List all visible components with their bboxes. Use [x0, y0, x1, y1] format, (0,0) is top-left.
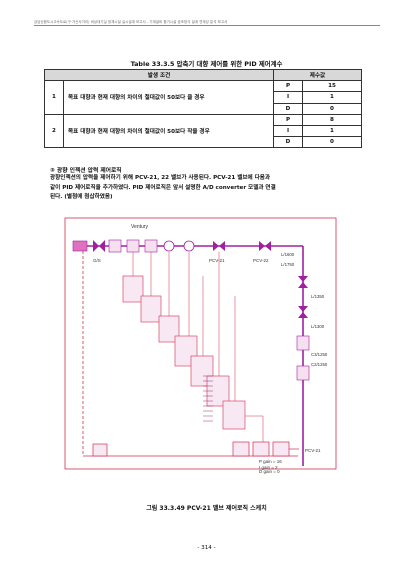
figure-caption: 그림 33.3.49 PCV-21 밸브 제어로직 스케치	[146, 505, 267, 512]
header-coefficient: 제수값	[273, 68, 362, 82]
row-condition: 목표 대향과 현재 대향의 차이의 절대값이 50보다 클 경우	[63, 80, 274, 115]
right-label: L/1350	[311, 294, 325, 299]
gain-name: D	[273, 136, 303, 149]
d-gain-label: D gain = 0	[259, 469, 280, 474]
gain-name: D	[273, 102, 303, 115]
pcv21-control-logic-diagram: Ventury G/S PCV-21 PCV-22 L/1600 L/1750 …	[64, 217, 337, 470]
p-gain-label: P gain = 16	[259, 459, 282, 464]
table-caption: Table 33.3.5 압축기 대향 제어를 위한 PID 제어계수	[130, 60, 283, 68]
table-row: 1 목표 대향과 현재 대향의 차이의 절대값이 50보다 클 경우 P 15	[44, 80, 362, 115]
table-row: 2 목표 대향과 현재 대향의 차이의 절대값이 50보다 작을 경우 P 8	[44, 113, 362, 149]
component-block	[144, 239, 158, 253]
gain-value: 1	[302, 91, 362, 104]
source-block	[72, 240, 88, 252]
table-header-row: 발생 조건 제수값	[44, 68, 362, 82]
gain-value: 1	[302, 124, 362, 138]
pcv21-label: PCV-21	[209, 258, 225, 263]
gain-value: 0	[302, 102, 362, 115]
pid-block	[252, 441, 270, 457]
component-block	[296, 365, 310, 381]
pid-block	[272, 441, 290, 457]
valve-icon	[298, 306, 308, 318]
paragraph-line: 광향인젝션의 압력을 제어하기 위해 PCV-21, 22 밸브가 사용된다. …	[50, 175, 271, 181]
row-condition: 목표 대향과 현재 대향의 차이의 절대값이 50보다 작을 경우	[63, 113, 274, 149]
input-ladder	[203, 375, 213, 422]
component-block	[108, 239, 122, 253]
pcv22-label: PCV-22	[253, 258, 269, 263]
right-label: L/1600	[281, 252, 295, 257]
ventury-label: Ventury	[131, 224, 148, 230]
output-label: PCV-21	[305, 448, 321, 453]
right-label: L/1750	[281, 262, 295, 267]
sensor-block	[92, 443, 108, 457]
valve-icon	[93, 240, 105, 252]
pid-block	[232, 441, 250, 457]
table-row: D 0	[45, 136, 362, 149]
section-heading: ③ 광향 인젝션 압력 제어로직	[50, 168, 122, 174]
row-number: 1	[44, 80, 64, 115]
header-rule	[34, 25, 380, 26]
gs-label: G/S	[93, 258, 101, 263]
row-number: 2	[44, 113, 64, 149]
running-header: 강남순환도시고속도로(구·가산사거리) 비상대기실 방재시설 실시설계 보고서 …	[34, 20, 228, 24]
gain-name: I	[273, 91, 303, 104]
logic-block-cascade	[122, 275, 246, 430]
component-block	[126, 239, 140, 253]
right-label: C3/1250	[311, 352, 328, 357]
paragraph-line: 같이 PID 제어로직을 추가하였다. PID 제어로직은 앞서 설명한 A/D…	[50, 184, 276, 191]
gain-value: 0	[302, 136, 362, 149]
pid-coefficient-table: 발생 조건 제수값 1 목표 대향과 현재 대향의 차이의 절대값이 50보다 …	[44, 68, 362, 149]
diagram-frame	[64, 217, 337, 470]
cascade-wiring	[132, 252, 264, 456]
meter-icon	[183, 240, 195, 252]
header-condition: 발생 조건	[44, 68, 274, 82]
valve-icon	[298, 276, 308, 288]
page-number: - 314 -	[197, 545, 216, 551]
table-row: D 0	[45, 102, 362, 115]
right-label: C2/1250	[311, 362, 328, 367]
i-gain-label: I gain = 2	[259, 465, 278, 470]
right-label: L/1300	[311, 324, 325, 329]
gain-value: 8	[302, 113, 362, 126]
section-paragraph: 광향인젝션의 압력을 제어하기 위해 PCV-21, 22 밸브가 사용된다. …	[50, 174, 368, 203]
meter-icon	[163, 240, 175, 252]
component-block	[296, 335, 310, 351]
paragraph-line: 된다. (별첨에 첨삽하였음)	[50, 194, 113, 201]
valve-icon	[259, 241, 271, 251]
gain-value: 15	[302, 80, 362, 93]
table-row: I 1	[45, 124, 362, 138]
gain-name: I	[273, 124, 303, 138]
valve-icon	[213, 241, 225, 251]
gain-name: P	[273, 113, 303, 126]
gain-name: P	[273, 80, 303, 93]
